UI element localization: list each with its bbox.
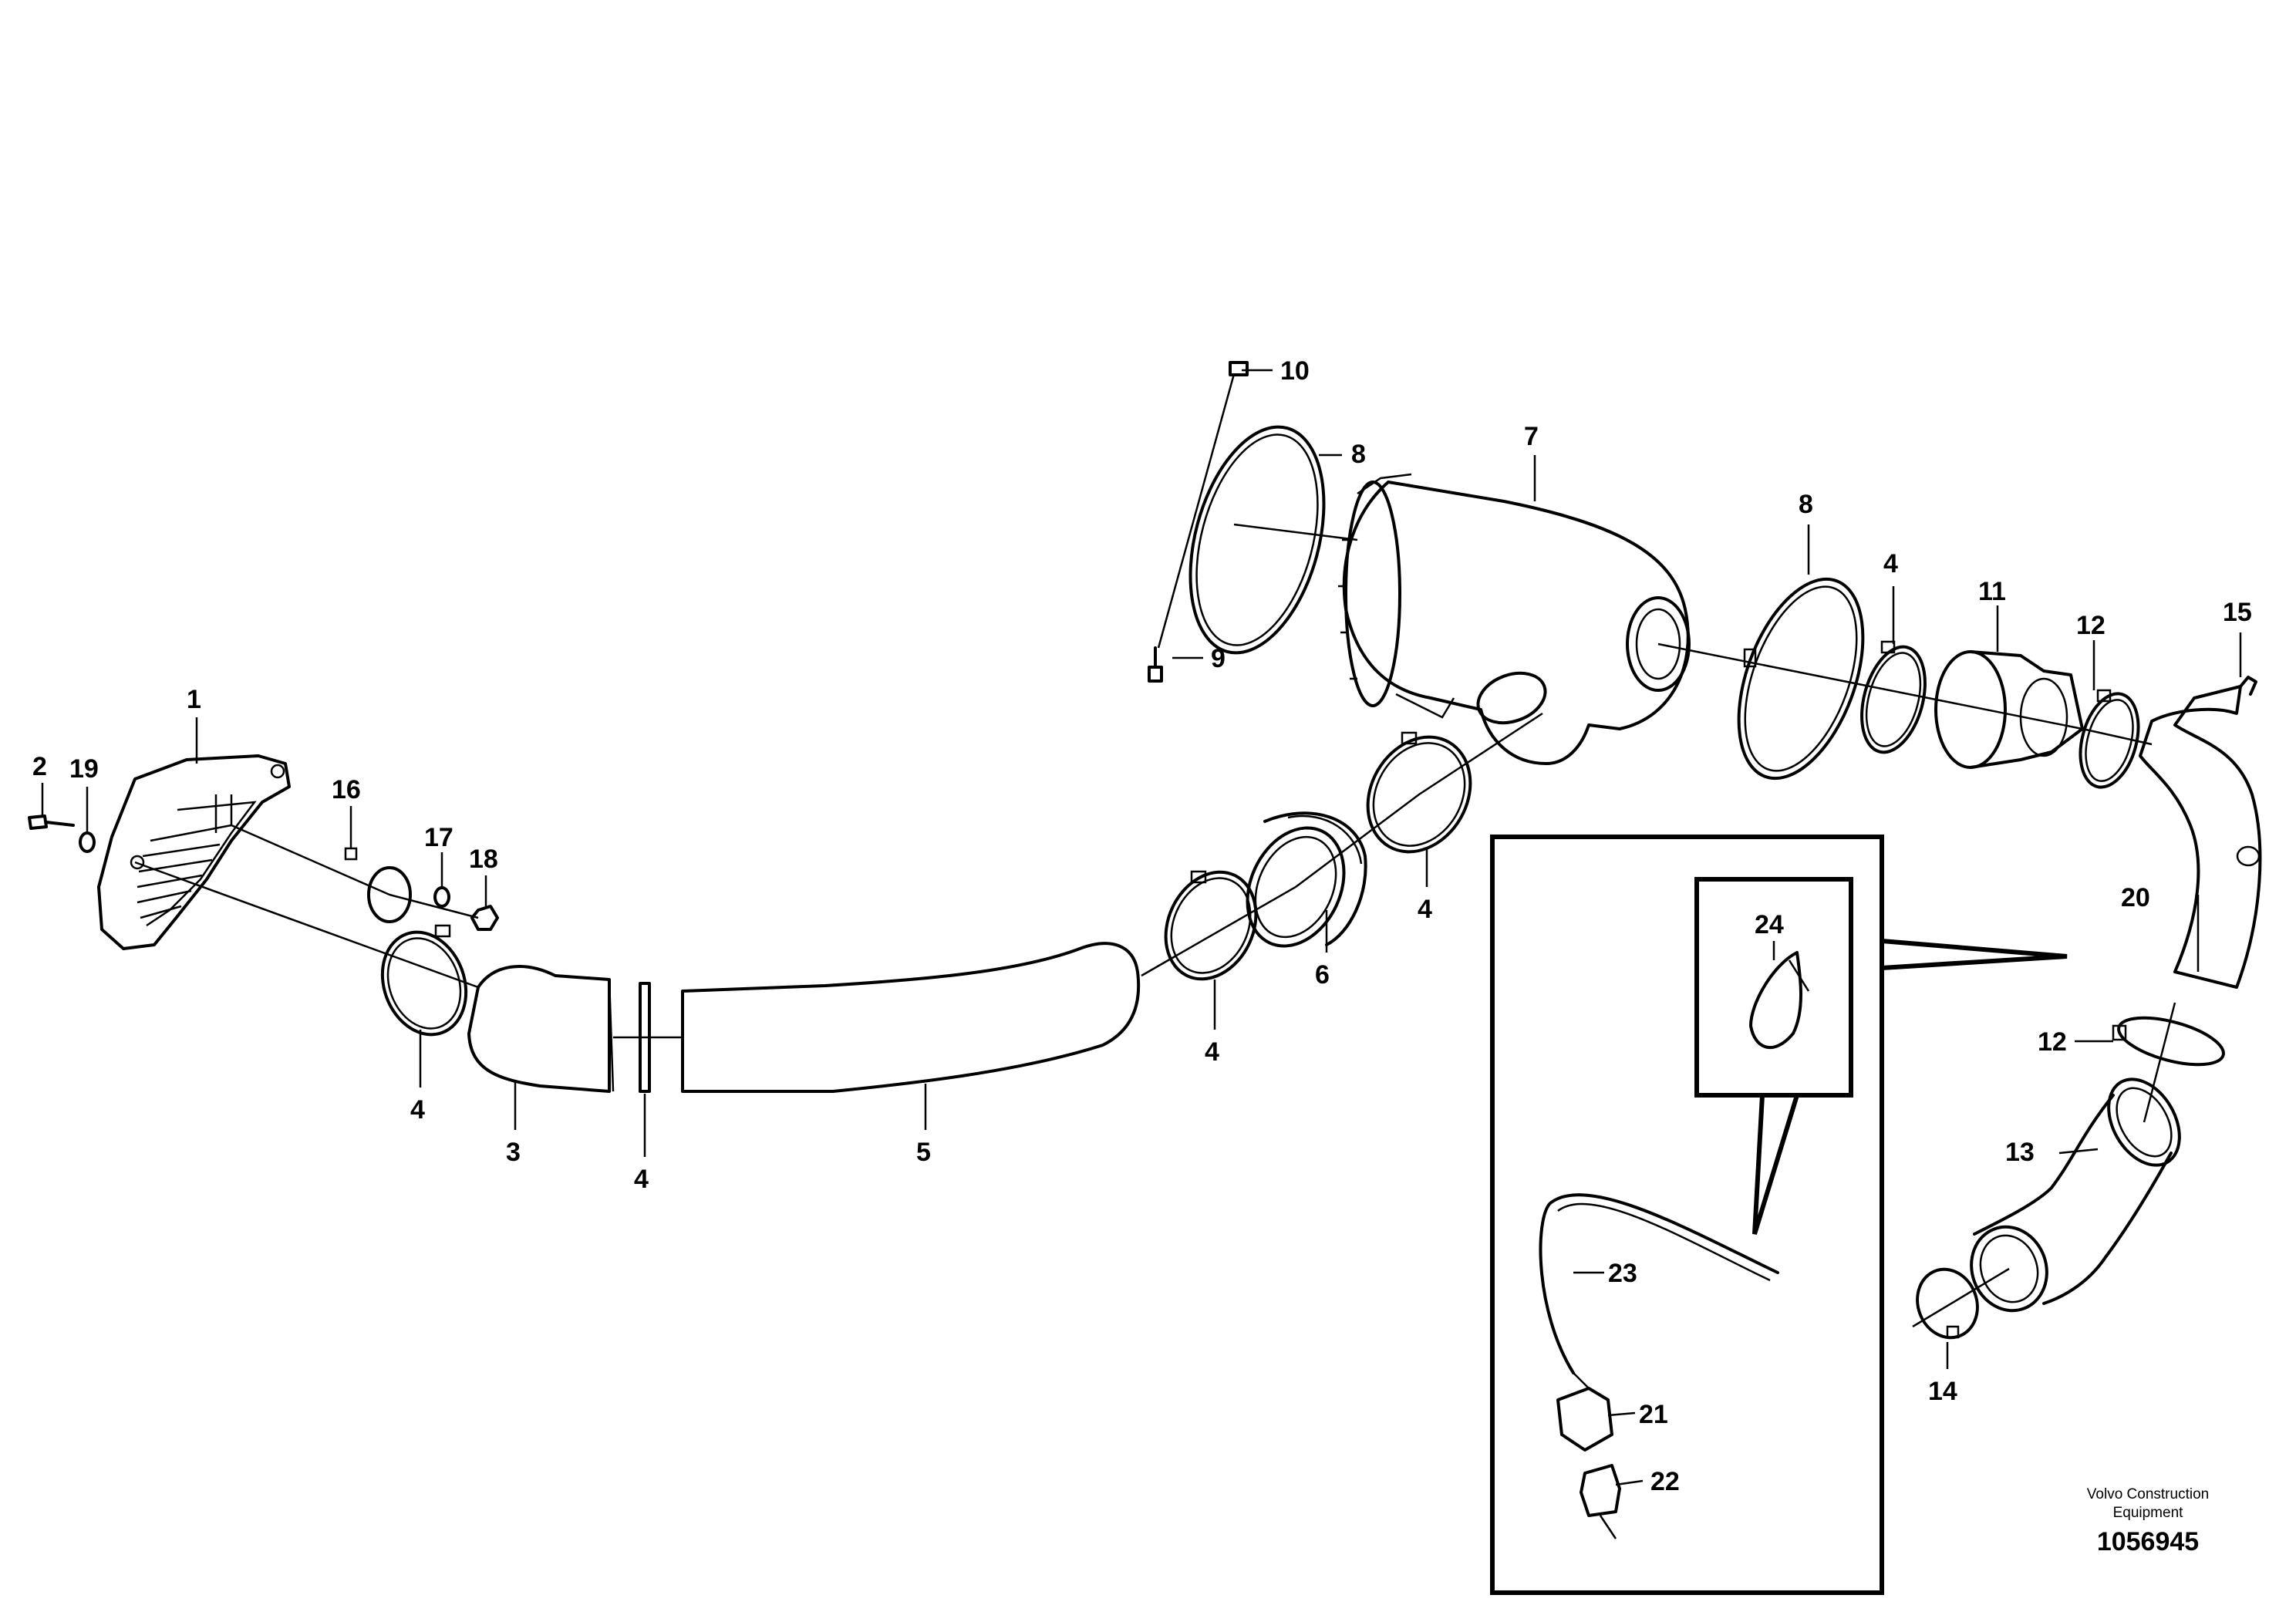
callout-23: 23 [1608, 1259, 1637, 1288]
part-17-washer [433, 886, 450, 908]
callout-15: 15 [2223, 598, 2252, 627]
part-10-nut [1229, 361, 1249, 376]
callout-19: 19 [69, 754, 99, 784]
part-21-sensor [1556, 1372, 1613, 1452]
callout-18: 18 [469, 845, 498, 874]
assembly-axis-lines [134, 523, 2176, 1328]
title-block: Volvo Construction Equipment 1056945 [2087, 1486, 2209, 1556]
part-4-clamp-e [1860, 640, 1927, 754]
part-7-air-cleaner [1338, 473, 1691, 765]
part-12-clamp-upper [2079, 689, 2140, 789]
part-8-clamp-large-left [1188, 425, 1326, 655]
part-18-nut [470, 905, 499, 931]
part-4-clamp-d [1366, 731, 1472, 854]
part-1-intake-cap [97, 754, 291, 950]
callout-16: 16 [332, 775, 361, 804]
part-12-clamp-lower [2112, 1016, 2225, 1067]
detail-inset [1490, 835, 2068, 1595]
callout-4-a: 4 [410, 1095, 425, 1125]
part-2-bolt [28, 814, 75, 830]
callout-3: 3 [506, 1138, 521, 1167]
part-9-bolt [1148, 646, 1163, 683]
callout-10: 10 [1280, 356, 1310, 386]
callout-4-c: 4 [1205, 1037, 1219, 1067]
part-14-clamp [1916, 1267, 1979, 1340]
part-3-hose [467, 965, 615, 1093]
document-number: 1056945 [2097, 1527, 2199, 1556]
callout-17: 17 [424, 823, 453, 852]
part-6-sleeve [1246, 811, 1367, 948]
callout-24: 24 [1755, 910, 1784, 939]
callout-4-e: 4 [1883, 549, 1898, 578]
brand-line-1: Volvo Construction [2087, 1486, 2209, 1502]
callout-4-b: 4 [634, 1165, 649, 1194]
part-15-screw [2239, 676, 2257, 696]
callout-5: 5 [916, 1138, 931, 1167]
brand-line-2: Equipment [2113, 1505, 2184, 1521]
callout-13: 13 [2005, 1138, 2035, 1167]
part-20-elbow-pipe [2139, 685, 2262, 989]
callout-21: 21 [1639, 1400, 1668, 1429]
callout-14: 14 [1928, 1377, 1957, 1406]
callout-22: 22 [1650, 1467, 1680, 1496]
part-5-hose [681, 942, 1141, 1093]
callout-12-lower: 12 [2038, 1027, 2067, 1057]
part-8-clamp-large-right [1737, 577, 1865, 781]
part-4-clamp-a [380, 924, 468, 1037]
callout-8-right: 8 [1799, 490, 1813, 519]
part-9-10-rod [1157, 373, 1236, 649]
part-16-cover-plate [344, 847, 412, 923]
callout-7: 7 [1524, 422, 1539, 451]
part-24-strap [1749, 951, 1810, 1050]
callout-2: 2 [32, 752, 47, 781]
part-19-washer [79, 831, 96, 853]
callout-1: 1 [187, 685, 201, 714]
callout-labels: 1 2 3 4 4 4 4 4 4 5 6 7 8 8 9 10 11 12 1… [32, 356, 2252, 1496]
part-13-elbow-hose [1970, 1077, 2181, 1313]
callout-20: 20 [2121, 883, 2150, 912]
part-23-hose-line [1539, 1193, 1779, 1374]
part-11-reducer [1934, 650, 2084, 769]
callout-8-left: 8 [1351, 440, 1366, 469]
part-22-fitting [1580, 1464, 1621, 1539]
leader-lines [41, 369, 2242, 1486]
callout-11: 11 [1978, 577, 2006, 606]
callout-9: 9 [1211, 644, 1226, 673]
callout-4-d: 4 [1418, 895, 1432, 924]
callout-12-upper: 12 [2076, 611, 2106, 640]
callout-6: 6 [1315, 960, 1330, 990]
part-4-clamp-c [1164, 870, 1258, 981]
